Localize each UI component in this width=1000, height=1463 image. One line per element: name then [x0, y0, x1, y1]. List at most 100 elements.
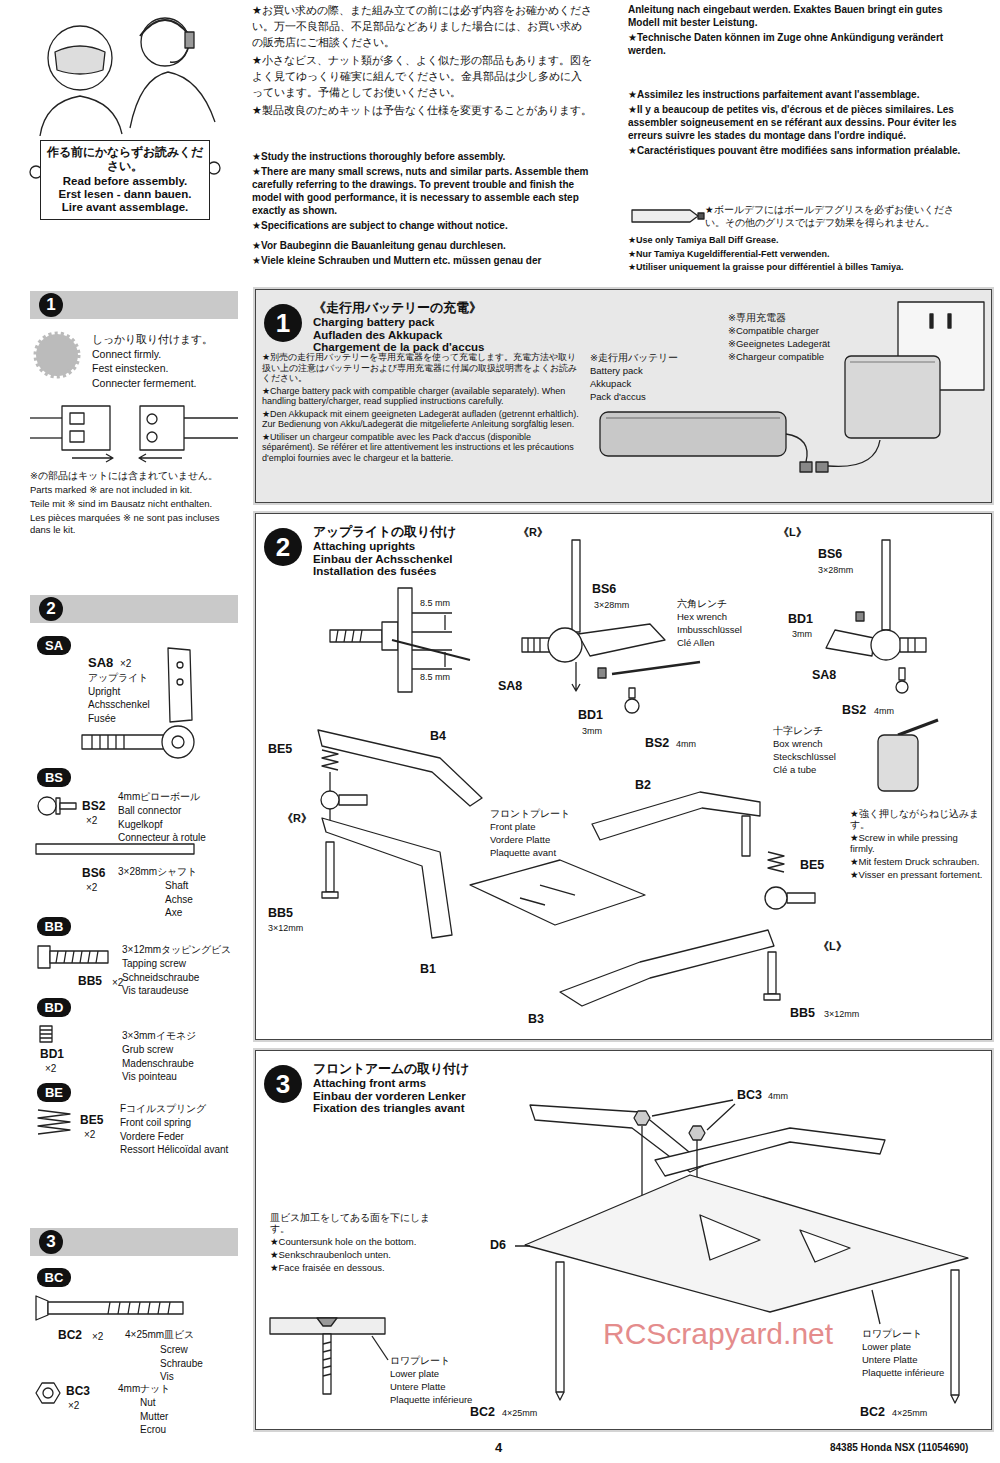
note-text: Schraube [160, 1358, 235, 1370]
drawing-rect [36, 844, 194, 854]
step-header: 3 [30, 1228, 238, 1256]
text-group: ロワプレートLower plateUntere PlattePlaquette … [390, 1355, 505, 1407]
annotation-text: BC2 [860, 1405, 885, 1420]
note-text: ★小さなビス、ナット類が多く、よく似た形の部品もあります。図をよく見てゆっくり確… [252, 52, 592, 100]
drawing-rect [382, 622, 398, 650]
annotation-text: 4 [495, 1440, 502, 1456]
note-text: Anleitung nach eingebaut werden. Exaktes… [628, 3, 973, 29]
heading-text: Fixation des triangles avant [313, 1102, 533, 1115]
drawing-path [92, 735, 124, 749]
drawing-path [130, 72, 215, 128]
drawing-rect [930, 314, 933, 328]
note-text: Lower plate [390, 1368, 505, 1379]
drawing-circle [177, 679, 183, 685]
drawing-rect [882, 540, 890, 630]
drawing-path [768, 852, 784, 872]
annotation-text: 4mm [874, 706, 894, 717]
number-text: 3 [39, 1230, 63, 1254]
annotation-text: BS6 [592, 582, 616, 597]
drawing-rect [270, 1318, 385, 1334]
annotation-text: 4mmピローボール [118, 791, 200, 803]
drawing-rect [787, 893, 815, 903]
text-group: ★ボールデフにはボールデフグリスを必ずお使いください。その他のグリスではデフ効果… [705, 204, 973, 231]
note-text: Vordere Platte [490, 834, 590, 845]
drawing-path [108, 1302, 170, 1314]
drawing-path [525, 1175, 968, 1312]
annotation-text: ×2 [92, 1331, 103, 1343]
drawing-path [826, 630, 874, 656]
number-text: BD [37, 998, 71, 1017]
heading-text: Einbau der Achsschenkel [313, 553, 513, 566]
number-text: 2 [39, 597, 63, 621]
sign-board: 作る前にかならずお読みください。Read before assembly.Ers… [40, 140, 210, 220]
drawing-path [318, 730, 482, 806]
text-group: NutMutterEcrou [140, 1397, 215, 1438]
drawing-path [655, 1128, 885, 1176]
note-text: ★Mit festem Druck schrauben. [850, 856, 985, 867]
text-group: ScrewSchraubeVis [160, 1344, 235, 1385]
note-text: ★Il y a beaucoup de petites vis, d'écrou… [628, 103, 973, 142]
note-text: Tapping screw [122, 958, 237, 970]
note-text: Nut [140, 1397, 215, 1409]
drawing-path [951, 1395, 959, 1403]
drawing-rect [629, 688, 635, 698]
watermark: RCScrapyard.net [603, 1316, 833, 1352]
drawing-path [170, 48, 188, 62]
parts-bag-badge: BS [37, 768, 71, 787]
parts-bag-badge: BE [37, 1083, 71, 1102]
drawing-rect [60, 803, 76, 809]
drawing-line [30, 417, 62, 418]
drawing-path [168, 648, 192, 722]
note-text: Front coil spring [120, 1117, 242, 1129]
drawing-path [317, 1318, 337, 1326]
drawing-path [56, 951, 98, 963]
annotation-text: 《R》 [518, 526, 548, 539]
heading-text: 《走行用バッテリーの充電》 [313, 301, 583, 316]
note-text: ※専用充電器 [728, 312, 853, 323]
drawing-path [908, 638, 915, 652]
drawing-line [30, 437, 62, 438]
note-text: Connecteur à rotule [118, 832, 238, 844]
text-group: ※走行用バッテリーBattery packAkkupackPack d'accu… [590, 352, 710, 404]
drawing-rect [768, 952, 776, 994]
drawing-path [652, 1100, 735, 1130]
note-text: Clé a tube [773, 764, 868, 775]
text-group: 六角レンチHex wrenchImbusschlüsselClé Allen [677, 598, 777, 650]
note-text: アップライト [88, 672, 173, 684]
text-group: ★お買い求めの際、また組み立ての前には必ず内容をお確かめください。万一不良部品、… [252, 2, 592, 120]
note-text: Box wrench [773, 738, 868, 749]
drawing-rect [816, 462, 828, 472]
drawing-circle [147, 414, 157, 424]
number-text: 2 [264, 528, 302, 566]
drawing-path [556, 1392, 564, 1400]
drawing-rect [845, 356, 940, 438]
annotation-text: 4mmナット [118, 1383, 170, 1395]
drawing-circle [162, 726, 194, 758]
drawing-polygon [634, 1111, 650, 1125]
note-text: Plaquette inférieure [862, 1367, 950, 1378]
note-text: Shaft [165, 880, 235, 892]
drawing-path [412, 613, 452, 669]
text-group: 皿ビス加工をしてある面を下にします。★Countersunk hole on t… [270, 1212, 440, 1275]
note-text: ★Charge battery pack with compatible cha… [262, 386, 584, 407]
annotation-text: ×2 [84, 1129, 95, 1141]
drawing-path [323, 1342, 331, 1376]
annotation-text: SA8 [88, 655, 113, 671]
drawing-path [592, 792, 760, 840]
drawing-path [850, 361, 935, 362]
annotation-text: 4mm [676, 739, 696, 750]
note-text: ★お買い求めの際、また組み立ての前には必ず内容をお確かめください。万一不良部品、… [252, 2, 592, 50]
text-group: Anleitung nach eingebaut werden. Exaktes… [628, 3, 973, 59]
drawing-g [30, 18, 991, 1403]
text-group: Ball connectorKugelkopfConnecteur à rotu… [118, 805, 238, 846]
note-text: Imbusschlüssel [677, 624, 777, 635]
heading-text: アップライトの取り付け [313, 525, 513, 540]
drawing-path [72, 454, 113, 462]
parts-bag-badge: SA [37, 636, 71, 655]
drawing-polygon [36, 1383, 60, 1403]
note-text: ロワプレート [390, 1355, 505, 1366]
drawing-rect [899, 668, 905, 680]
annotation-text: 《L》 [818, 940, 847, 953]
annotation-text: BS6 [82, 866, 105, 880]
drawing-rect [572, 540, 580, 632]
